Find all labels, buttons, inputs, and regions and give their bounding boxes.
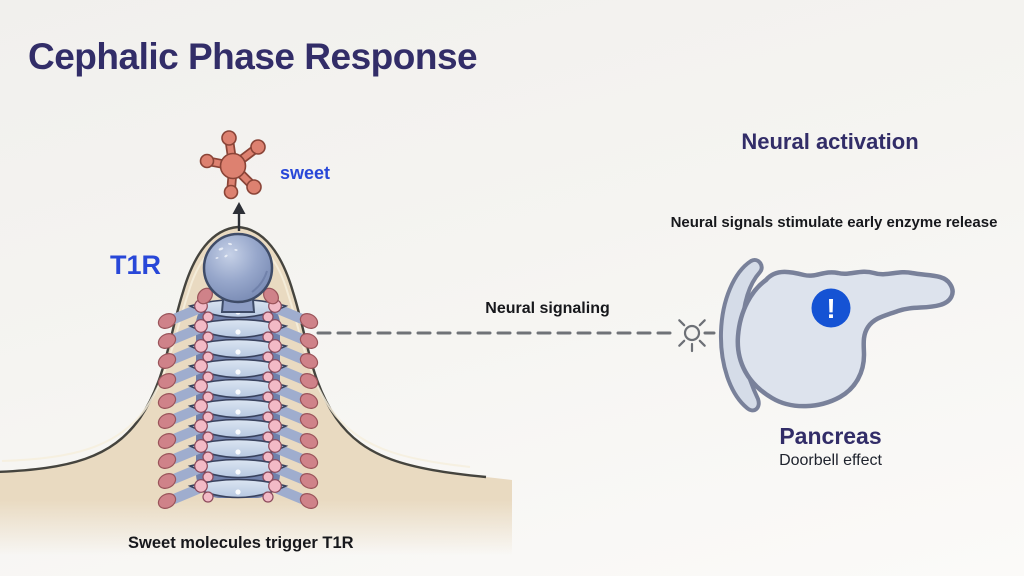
pancreas-label: Pancreas [779, 423, 882, 449]
molecule-body [219, 152, 247, 180]
receptor-cell-stack [156, 232, 320, 511]
sweet-molecule-label: sweet [280, 163, 331, 183]
pancreas-body [735, 269, 955, 409]
alert-icon: ! [811, 288, 851, 328]
page-title: Cephalic Phase Response [28, 36, 478, 77]
receptor-label: T1R [110, 250, 162, 280]
neural-activation-heading: Neural activation [741, 129, 919, 154]
receptor-caption: Sweet molecules trigger T1R [128, 534, 354, 552]
enzyme-release-note: Neural signals stimulate early enzyme re… [670, 214, 998, 231]
signal-spark-icon [678, 319, 706, 353]
up-arrow-icon [232, 202, 246, 231]
pancreas-illustration: ! [718, 258, 955, 413]
alert-symbol: ! [826, 293, 835, 324]
doorbell-effect-label: Doorbell effect [779, 452, 882, 469]
sphere-speckles [215, 242, 238, 259]
sphere-shade-line [251, 270, 268, 293]
sweet-molecule-icon [199, 130, 266, 200]
neural-signaling-label: Neural signaling [485, 300, 610, 317]
receptor-sphere [202, 232, 274, 304]
